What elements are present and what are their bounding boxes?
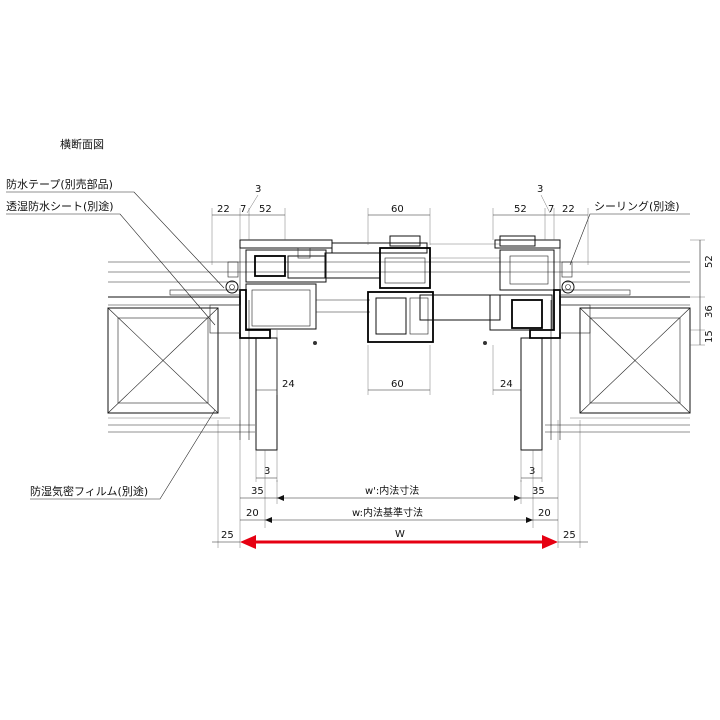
dim-row20-text: w:内法基準寸法 [352, 506, 423, 519]
dim-mid-center-60: 60 [391, 379, 404, 390]
dim-row20-left: 20 [246, 508, 259, 519]
reveal-board-right [520, 337, 543, 451]
dim-top-right-22: 22 [562, 204, 575, 215]
dim-top-right-7: 7 [548, 204, 554, 215]
dim-top-left-22: 22 [217, 204, 230, 215]
width-arrow-right-head [542, 535, 558, 549]
dimensions-mid: 24 60 24 3 3 [255, 330, 543, 482]
dim-top-center-60: 60 [391, 204, 404, 215]
dim-right-52: 52 [704, 255, 715, 268]
dimensions-right: 52 36 15 [690, 239, 715, 346]
label-sealing: シーリング(別途) [594, 199, 680, 213]
seal-gasket-right [561, 280, 575, 294]
waterproof-tape-left [169, 289, 241, 296]
seal-gasket-left [225, 280, 239, 294]
label-waterproof-tape: 防水テープ(別売部品) [6, 177, 113, 191]
callouts: 防水テープ(別売部品) 透湿防水シート(別途) シーリング(別途) 防湿気密フィ… [6, 177, 690, 500]
wall-structure [107, 240, 691, 451]
dim-top-right-52: 52 [514, 204, 527, 215]
dim-row25-right: 25 [563, 530, 576, 541]
dim-row35-left: 35 [251, 486, 264, 497]
dim-row35-text: w':内法寸法 [365, 484, 419, 497]
dim-low-left-3: 3 [264, 466, 270, 477]
dim-top-left-3: 3 [255, 184, 261, 195]
waterproof-tape-right [559, 289, 631, 296]
dim-row20-right: 20 [538, 508, 551, 519]
dimensions-bottom: 35 w':内法寸法 35 20 w:内法基準寸法 20 25 25 W [212, 420, 588, 549]
dim-low-right-3: 3 [529, 466, 535, 477]
dimensions-top: 22 7 52 3 60 52 7 22 3 [211, 184, 589, 265]
reveal-board-left [255, 337, 278, 451]
dim-top-left-7: 7 [240, 204, 246, 215]
frame-left [225, 239, 333, 339]
dim-mid-right-24: 24 [500, 379, 513, 390]
dim-right-36: 36 [704, 305, 715, 318]
dim-row25-left: 25 [221, 530, 234, 541]
dim-top-right-3: 3 [537, 184, 543, 195]
width-arrow-left-head [240, 535, 256, 549]
dim-row35-right: 35 [532, 486, 545, 497]
drawing-title: 横断面図 [60, 137, 104, 151]
dim-row25-text: W [395, 529, 405, 540]
sash-center [313, 235, 501, 345]
dim-mid-left-24: 24 [282, 379, 295, 390]
dim-top-left-52: 52 [259, 204, 272, 215]
label-permeable-sheet: 透湿防水シート(別途) [6, 199, 114, 213]
frame-right [489, 235, 575, 339]
dim-right-15: 15 [704, 330, 715, 343]
label-vapor-film: 防湿気密フィルム(別途) [30, 484, 148, 498]
